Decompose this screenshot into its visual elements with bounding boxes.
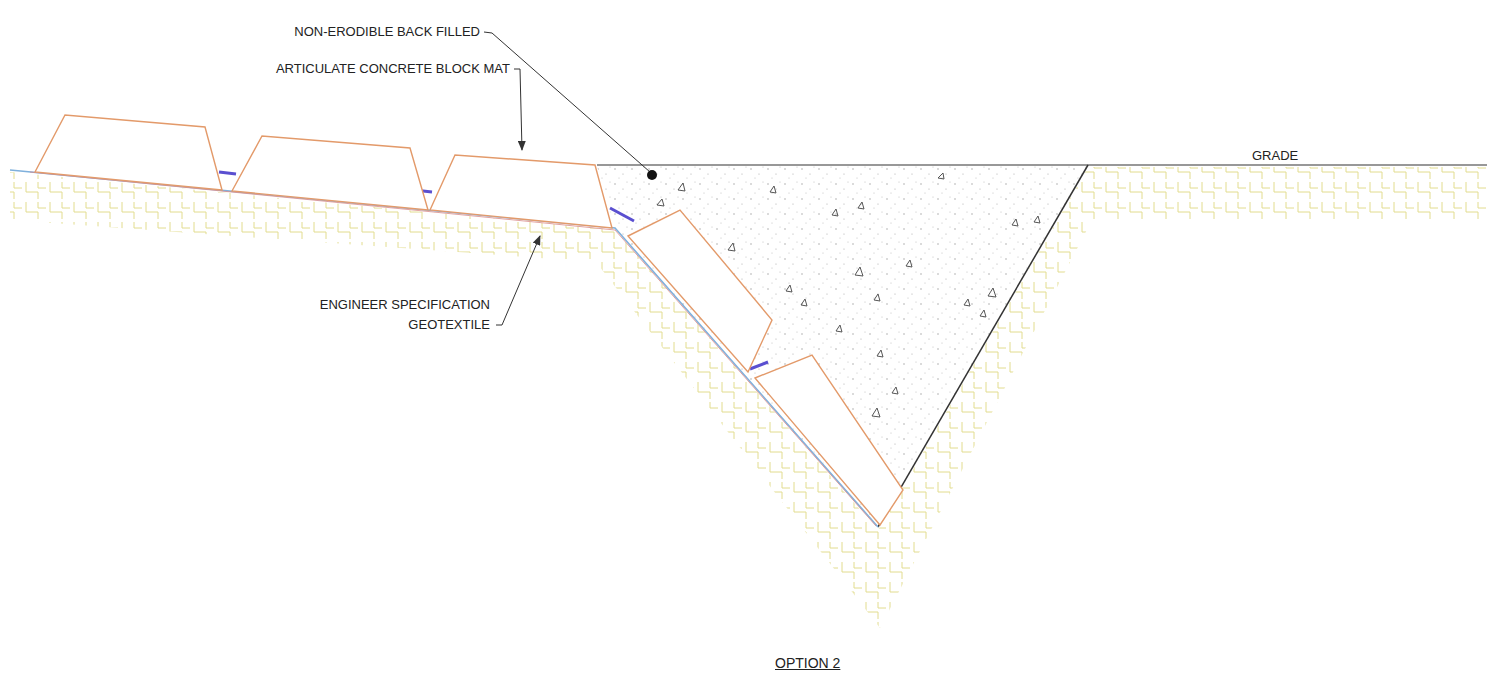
- grade-line: [597, 164, 1487, 165]
- caption: OPTION 2: [775, 653, 840, 673]
- leader-label: ARTICULATE CONCRETE BLOCK MAT: [276, 59, 510, 79]
- leader-label: NON-ERODIBLE BACK FILLED: [294, 22, 480, 42]
- leader-dot: [647, 170, 657, 180]
- backfill: [597, 166, 1088, 526]
- concrete-blocks: [35, 115, 903, 525]
- trench-side: [878, 165, 1088, 527]
- leader-label: ENGINEER SPECIFICATION GEOTEXTILE: [275, 295, 490, 335]
- grade-label: GRADE: [1252, 146, 1298, 166]
- backfill-speckle: [597, 166, 1088, 526]
- geotextile-line: [10, 170, 878, 527]
- ground-line: [30, 172, 876, 526]
- soil-hatch: [10, 167, 1487, 628]
